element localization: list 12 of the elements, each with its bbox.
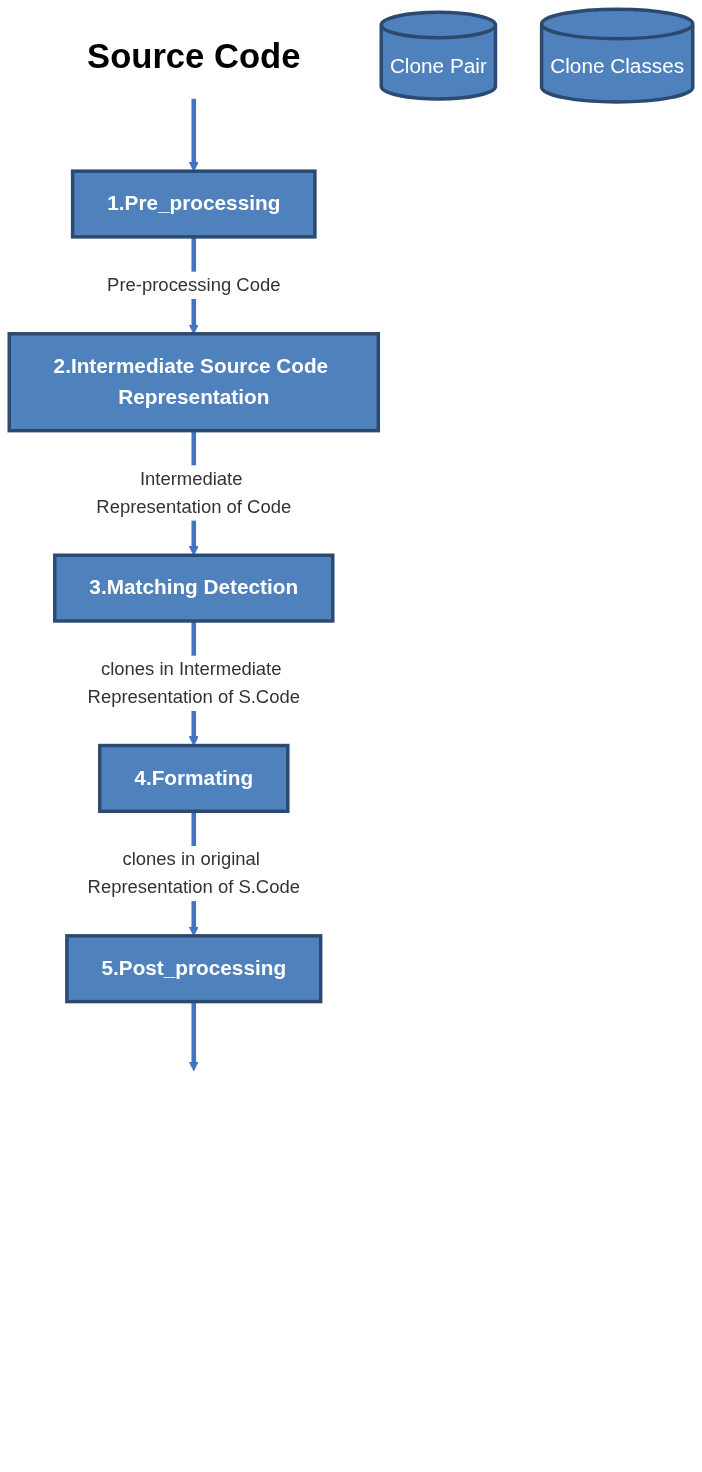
node-box: 3.Matching Detection xyxy=(53,553,335,623)
node-text: Source Code xyxy=(87,36,301,75)
arrow xyxy=(188,98,199,172)
arrow xyxy=(188,1001,199,1072)
edge-label: clones in Intermediate Representation of S.Code xyxy=(87,659,300,707)
edge-label: Intermediate Representation of Code xyxy=(96,468,292,517)
node-box: 1.Pre_processing xyxy=(70,169,317,239)
node-box: 4.Formating xyxy=(98,743,290,813)
edge-label: Pre-processing Code xyxy=(107,274,281,295)
node-box: 5.Post_processing xyxy=(65,934,323,1004)
node-box: 2.Intermediate Source Code Representation xyxy=(7,332,381,433)
edge-label: clones in original Representation of S.Code xyxy=(87,849,300,897)
